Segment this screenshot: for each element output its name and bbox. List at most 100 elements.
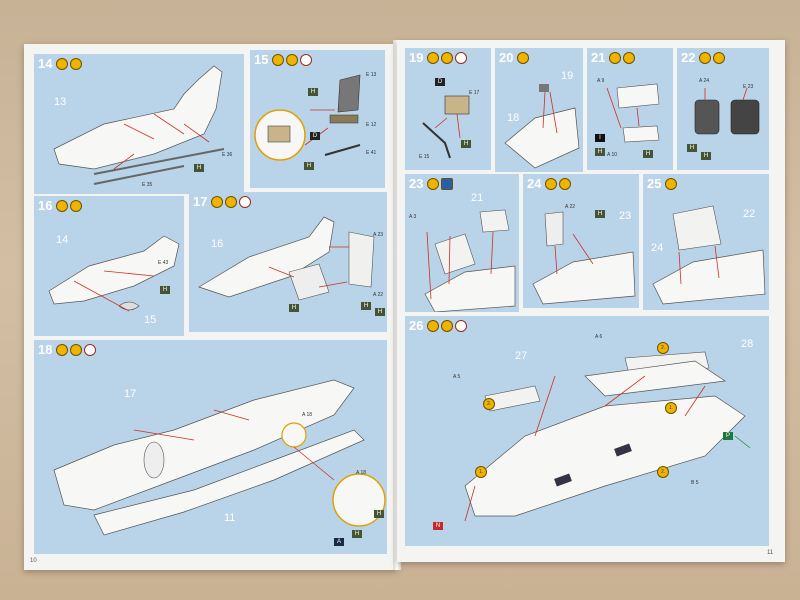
drying-time-icon (300, 54, 312, 66)
step-number: 17 (193, 194, 208, 209)
paint-icon (70, 200, 82, 212)
glue-icon (427, 52, 439, 64)
sub-assembly-number: 22 (743, 208, 756, 220)
sub-assembly-number: 21 (471, 192, 484, 204)
color-chip: H (643, 150, 653, 158)
step-panel-17: 17 16 A 23 A 22 H H H (189, 192, 387, 332)
step-order-label: 1. (669, 405, 674, 411)
glue-icon (665, 178, 677, 190)
color-chip: H (595, 210, 605, 218)
glue-icon (427, 320, 439, 332)
glue-tube-icon (441, 178, 453, 190)
paint-icon (713, 52, 725, 64)
step-order-badge (657, 466, 669, 478)
part-label: E 13 (366, 72, 377, 78)
step-panel-22: 22 A 24 E 23 H H (677, 48, 769, 170)
sub-assembly-number: 24 (651, 242, 664, 254)
color-chip: A (334, 538, 344, 546)
color-chip: N (433, 522, 443, 530)
step-order-label: 2. (661, 345, 666, 351)
step-order-badge (483, 398, 495, 410)
step-panel-19: 19 D E 17 E 15 H (405, 48, 491, 170)
color-chip: H (194, 164, 204, 172)
glue-icon (545, 178, 557, 190)
fuselage-bulkhead-drawing (198, 216, 375, 301)
color-chip: H (160, 286, 170, 294)
part-label: A 18 (302, 412, 313, 418)
armor-plate-drawing (694, 87, 760, 135)
part-label: A 23 (373, 232, 384, 238)
right-page: 19 D E 17 E 15 H 20 19 18 (397, 40, 785, 562)
canopy-drawing (424, 209, 516, 312)
glue-icon (517, 52, 529, 64)
paint-icon (286, 54, 298, 66)
step-panel-20: 20 19 18 (495, 48, 583, 172)
cockpit-frame-drawing (532, 211, 636, 305)
part-label: E 41 (366, 150, 377, 156)
step-panel-25: 25 22 24 (643, 174, 769, 310)
left-page: 14 13 E 35 E 36 H 15 (24, 44, 397, 570)
glue-icon (609, 52, 621, 64)
seat-assembly-drawing (254, 74, 361, 161)
part-label: A 18 (356, 470, 367, 476)
color-chip: H (595, 148, 605, 156)
part-label: A 22 (373, 292, 384, 298)
fuselage-half-drawing (53, 65, 225, 185)
paint-icon (623, 52, 635, 64)
control-stick-drawing (422, 95, 470, 159)
step-panel-24: 24 23 A 22 H (523, 174, 639, 308)
step-number: 24 (527, 176, 542, 191)
sub-assembly-number: 23 (619, 210, 632, 222)
step-number: 19 (409, 50, 424, 65)
sub-assembly-number: 16 (211, 238, 224, 250)
part-label: A 3 (409, 214, 417, 220)
canopy-fitting-drawing (652, 205, 766, 305)
paint-icon (225, 196, 237, 208)
step-panel-18: 18 17 11 A 18 A 18 H H A (34, 340, 387, 554)
step-panel-23: 23 21 A 3 (405, 174, 519, 312)
paint-icon (559, 178, 571, 190)
glue-icon (272, 54, 284, 66)
part-label: A 9 (597, 78, 605, 84)
drying-time-icon (455, 320, 467, 332)
glue-icon (56, 58, 68, 70)
drying-time-icon (455, 52, 467, 64)
sub-assembly-number: 27 (515, 350, 528, 362)
page-number: 11 (767, 550, 774, 556)
drying-time-icon (239, 196, 251, 208)
step-panel-14: 14 13 E 35 E 36 H (34, 54, 244, 194)
glue-icon (427, 178, 439, 190)
instrument-panel-drawing (606, 83, 660, 143)
step-order-label: 1. (479, 469, 484, 475)
color-chip: H (461, 140, 471, 148)
part-label: E 12 (366, 122, 377, 128)
paint-icon (441, 52, 453, 64)
wing-assembly-drawing (464, 351, 751, 522)
glue-icon (56, 344, 68, 356)
step-order-badge (657, 342, 669, 354)
step-panel-26: 26 27 28 A 6 A 5 2. 2. 1. (405, 316, 769, 546)
paint-icon (70, 58, 82, 70)
drying-time-icon (84, 344, 96, 356)
step-number: 18 (38, 342, 53, 357)
sub-assembly-number: 11 (224, 512, 236, 524)
color-chip: H (308, 88, 318, 96)
step-number: 22 (681, 50, 696, 65)
step-order-label: 2. (661, 469, 666, 475)
step-order-label: 2. (487, 401, 492, 407)
fuselage-joining-drawing (53, 379, 386, 536)
step-number: 15 (254, 52, 269, 67)
step-number: 23 (409, 176, 424, 191)
color-chip: I (595, 134, 605, 142)
part-label: A 5 (453, 374, 461, 380)
color-chip: H (361, 302, 371, 310)
fuselage-interior-drawing (48, 235, 180, 312)
sub-assembly-number: 17 (124, 388, 137, 400)
step-number: 21 (591, 50, 606, 65)
sub-assembly-number: 13 (54, 96, 67, 108)
part-label: E 15 (419, 154, 430, 160)
sub-assembly-number: 19 (561, 70, 574, 82)
part-label: A 24 (699, 78, 710, 84)
color-chip: P (723, 432, 733, 440)
